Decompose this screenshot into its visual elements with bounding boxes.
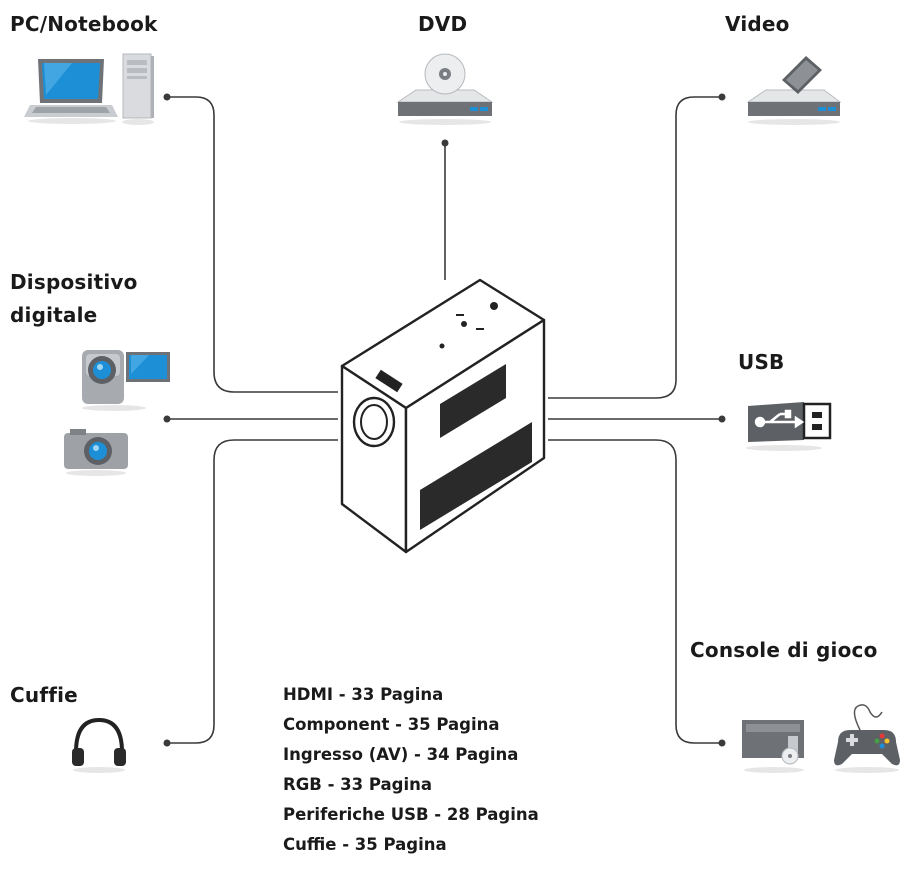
label-console: Console di gioco: [690, 638, 878, 662]
label-dvd: DVD: [418, 12, 468, 36]
projector-icon: [340, 278, 546, 554]
wire-console: [548, 439, 722, 744]
label-usb: USB: [738, 350, 785, 374]
wire-pc: [167, 96, 338, 393]
wire-headphones: [167, 439, 338, 744]
label-video: Video: [725, 12, 790, 36]
gamepad-icon: [834, 704, 900, 773]
page-ref-rgb: RGB - 33 Pagina: [283, 775, 432, 794]
label-headphones: Cuffie: [10, 683, 78, 707]
laptop-icon: [24, 59, 118, 124]
video-player-icon: [746, 56, 842, 125]
wire-video: [548, 96, 722, 399]
page-ref-component: Component - 35 Pagina: [283, 715, 500, 734]
dvd-player-icon: [396, 53, 494, 125]
page-ref-hdmi: HDMI - 33 Pagina: [283, 685, 444, 704]
game-console-icon: [742, 720, 804, 773]
digital-camera-icon: [64, 429, 128, 476]
label-digital-line1: Dispositivo: [10, 270, 138, 294]
label-digital-line2: digitale: [10, 303, 98, 327]
page-ref-usb: Periferiche USB - 28 Pagina: [283, 805, 539, 824]
label-pc-notebook: PC/Notebook: [10, 12, 158, 36]
headphones-icon: [72, 717, 126, 773]
page-references: HDMI - 33 Pagina Component - 35 Pagina I…: [283, 680, 539, 860]
camcorder-icon: [82, 350, 170, 411]
page-ref-headphones: Cuffie - 35 Pagina: [283, 835, 447, 854]
page-ref-av-input: Ingresso (AV) - 34 Pagina: [283, 745, 519, 764]
usb-stick-icon: [746, 402, 832, 451]
desktop-tower-icon: [122, 53, 154, 125]
